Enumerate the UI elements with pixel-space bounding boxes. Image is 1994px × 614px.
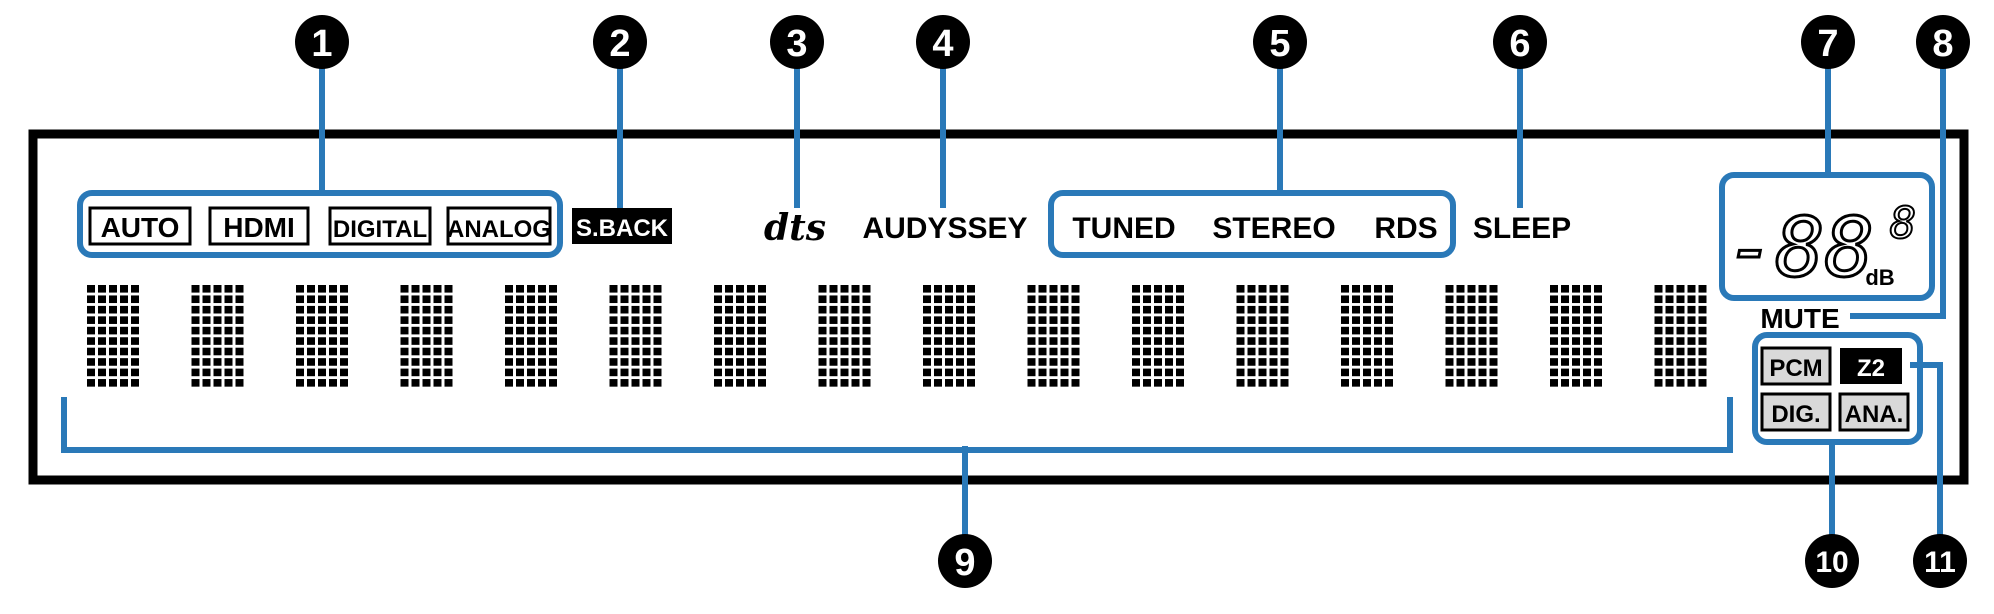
dot-matrix-character [1132, 285, 1184, 387]
callout-lines [319, 60, 1946, 535]
callout-1: 1 [295, 15, 349, 69]
display-frame-border [28, 129, 1969, 485]
surround-back-label: S.BACK [576, 215, 669, 242]
input-mode-highlight [77, 190, 563, 258]
svg-text:9: 9 [954, 542, 975, 584]
callout-6: 6 [1493, 15, 1547, 69]
dot-matrix-character [923, 285, 975, 387]
dot-matrix-character [505, 285, 557, 387]
callout-7: 7 [1801, 15, 1855, 69]
dot-matrix-area [87, 285, 1707, 387]
svg-text:3: 3 [786, 23, 807, 65]
callout-5: 5 [1253, 15, 1307, 69]
dot-matrix-highlight [61, 397, 1733, 453]
signal-indicator-highlight [1752, 332, 1923, 445]
sleep-indicator: SLEEP [1473, 212, 1571, 245]
dot-matrix-character [1236, 285, 1289, 387]
volume-unit: dB [1865, 265, 1894, 290]
stereo-indicator: STEREO [1212, 212, 1335, 245]
input-mode-hdmi: HDMI [223, 212, 295, 243]
svg-text:2: 2 [609, 23, 630, 65]
pcm-indicator: PCM [1769, 355, 1822, 382]
callout-3: 3 [770, 15, 824, 69]
volume-highlight [1719, 172, 1935, 301]
zone2-indicator: Z2 [1857, 355, 1885, 382]
volume-digits: -88 [1726, 201, 1874, 296]
highlight-boxes [61, 172, 1935, 453]
dot-matrix-character [1445, 285, 1498, 387]
volume-display: -88 8 dB [1724, 197, 1917, 298]
svg-text:1: 1 [311, 23, 332, 65]
mute-indicator: MUTE [1760, 303, 1839, 334]
dot-matrix-character [1341, 285, 1393, 387]
dot-matrix-character [1027, 285, 1080, 387]
callout-2: 2 [593, 15, 647, 69]
volume-decimal: 8 [1890, 198, 1917, 249]
svg-text:4: 4 [932, 23, 953, 65]
input-mode-auto: AUTO [101, 212, 180, 243]
dot-matrix-character [1654, 285, 1707, 387]
svg-text:5: 5 [1269, 23, 1290, 65]
digital-signal-indicator: DIG. [1771, 401, 1820, 428]
signal-indicators: PCM Z2 DIG. ANA. [1760, 346, 1910, 432]
dot-matrix-character [400, 285, 453, 387]
callout-10: 10 [1805, 534, 1859, 588]
svg-text:6: 6 [1509, 23, 1530, 65]
rds-indicator: RDS [1374, 212, 1437, 245]
input-mode-digital: DIGITAL [333, 216, 427, 243]
svg-text:7: 7 [1817, 23, 1838, 65]
callout-4: 4 [916, 15, 970, 69]
dot-matrix-character [1550, 285, 1602, 387]
svg-text:8: 8 [1932, 23, 1953, 65]
dot-matrix-character [191, 285, 244, 387]
dot-matrix-character [714, 285, 766, 387]
callout-11: 11 [1913, 534, 1967, 588]
dts-logo: dts [764, 207, 826, 249]
callout-8: 8 [1916, 15, 1970, 69]
tuner-highlight [1048, 190, 1456, 258]
callout-9: 9 [938, 534, 992, 588]
dot-matrix-character [87, 285, 139, 387]
dot-matrix-character [818, 285, 871, 387]
callout-badges: 1 2 3 4 5 6 7 8 9 10 11 [295, 15, 1970, 588]
tuned-indicator: TUNED [1072, 212, 1175, 245]
surround-back-indicator [572, 208, 672, 244]
svg-text:10: 10 [1815, 546, 1848, 579]
input-mode-indicators: AUTO HDMI DIGITAL ANALOG [88, 206, 552, 246]
input-mode-analog: ANALOG [447, 216, 551, 243]
analog-signal-indicator: ANA. [1845, 401, 1904, 428]
dot-matrix-character [609, 285, 662, 387]
audyssey-indicator: AUDYSSEY [862, 212, 1027, 245]
svg-text:11: 11 [1924, 546, 1956, 579]
dot-matrix-character [296, 285, 348, 387]
